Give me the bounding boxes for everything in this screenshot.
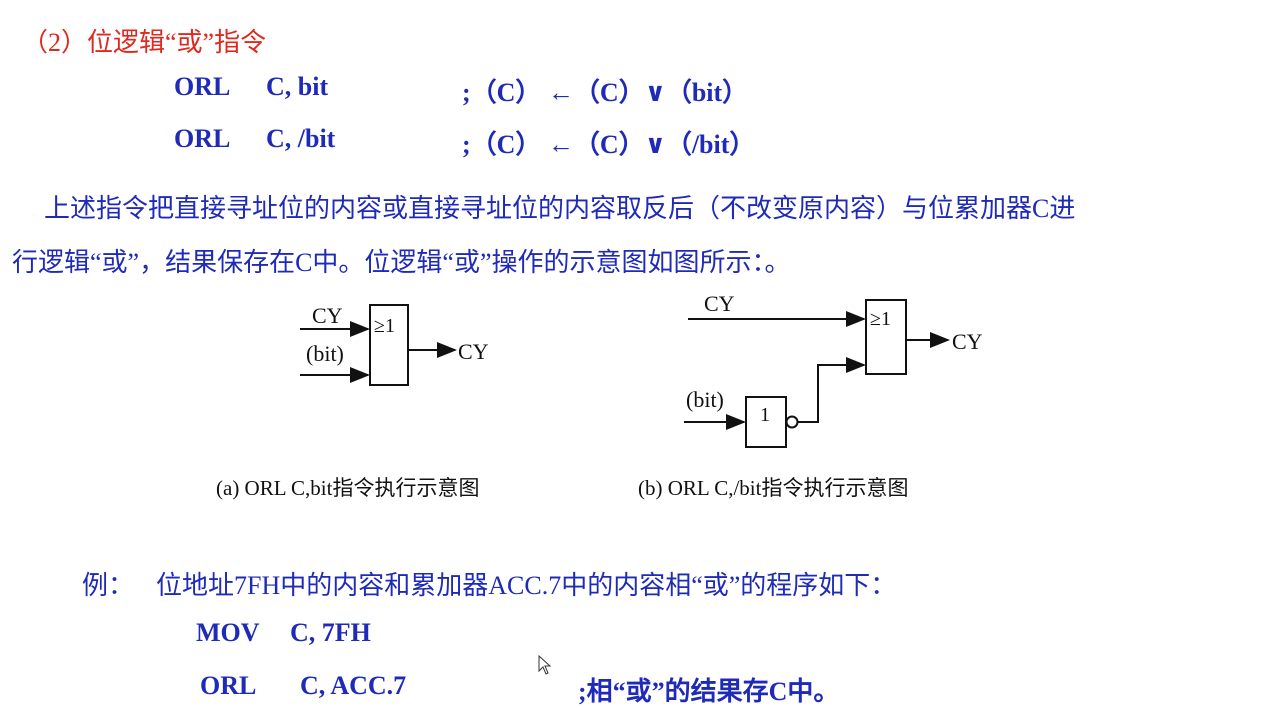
description-line-2: 行逻辑“或”，结果保存在C中。位逻辑“或”操作的示意图如图所示：。 xyxy=(12,248,791,277)
input-bit-label: (bit) xyxy=(686,387,724,412)
example-line-2-comment: ;相“或”的结果存C中。 xyxy=(578,677,840,706)
not-gate-label: 1 xyxy=(760,404,770,426)
input-cy-label: CY xyxy=(704,291,735,316)
mouse-cursor-icon xyxy=(538,655,552,675)
diagram-b: ≥1 CY CY 1 (bit) xyxy=(684,291,983,448)
section-heading: （2）位逻辑“或”指令 xyxy=(22,28,267,57)
instruction-2-comment: ;（C） ←（C）∨（/bit） xyxy=(462,130,756,159)
description-line-1: 上述指令把直接寻址位的内容或直接寻址位的内容取反后（不改变原内容）与位累加器C进 xyxy=(44,194,1076,223)
example-line-2-mnemonic: ORL xyxy=(200,671,257,700)
diagram-a: ≥1 CY (bit) CY xyxy=(300,303,489,386)
instruction-2-mnemonic: ORL xyxy=(174,124,231,153)
example-line-1-mnemonic: MOV xyxy=(196,618,260,647)
instruction-2-operands: C, /bit xyxy=(266,124,336,153)
or-gate-box xyxy=(865,299,907,375)
example-line-1-operands: C, 7FH xyxy=(290,618,371,647)
example-label: 例： xyxy=(82,571,135,600)
example-line-2-operands: C, ACC.7 xyxy=(300,671,407,700)
instruction-1-mnemonic: ORL xyxy=(174,72,231,101)
example-text: 位地址7FH中的内容和累加器ACC.7中的内容相“或”的程序如下： xyxy=(156,571,897,600)
or-gate-label: ≥1 xyxy=(374,315,395,337)
input-cy-label: CY xyxy=(312,303,343,328)
diagram-a-caption: (a) ORL C,bit指令执行示意图 xyxy=(216,476,480,500)
or-gate-label: ≥1 xyxy=(870,308,891,330)
or-gate-box xyxy=(369,304,409,386)
output-cy-label: CY xyxy=(952,329,983,354)
instruction-1-operands: C, bit xyxy=(266,72,329,101)
output-cy-label: CY xyxy=(458,339,489,364)
instruction-1-comment: ;（C） ←（C）∨（bit） xyxy=(462,78,749,107)
diagram-b-caption: (b) ORL C,/bit指令执行示意图 xyxy=(638,476,909,500)
inversion-bubble xyxy=(785,415,799,429)
input-bit-label: (bit) xyxy=(306,341,344,366)
not-to-or-wire xyxy=(798,357,866,423)
